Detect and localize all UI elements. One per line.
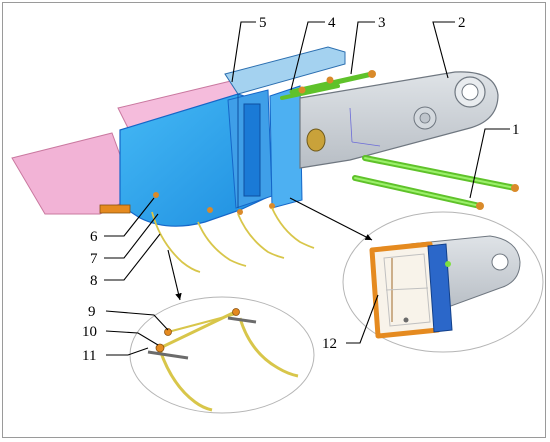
- part-labels: 1 2 3 4 5 6 7 8 9 10 11 12: [82, 15, 520, 364]
- hopper-hinges: [99, 192, 275, 215]
- arrow-to-frame-detail: [289, 197, 373, 241]
- leader-10: [105, 330, 159, 346]
- upper-linkage-rods: [280, 70, 376, 100]
- leader-lines: [104, 21, 510, 356]
- arm-pivot-inner: [461, 83, 479, 101]
- frame-detail-ellipse: [342, 211, 544, 353]
- frame-assembly-detail-view: [369, 235, 521, 339]
- label-3: 3: [378, 15, 386, 31]
- leader-8: [104, 233, 161, 281]
- leader-12: [346, 294, 379, 344]
- label-5: 5: [259, 15, 267, 31]
- tine-detail-ellipse: [129, 296, 315, 414]
- hydraulic-cylinders: [352, 155, 519, 210]
- tines: [151, 207, 315, 273]
- grey-arm: [299, 71, 499, 169]
- label-7: 7: [90, 251, 98, 267]
- arm-hub: [306, 128, 326, 152]
- label-4: 4: [328, 15, 336, 31]
- leader-1: [469, 128, 510, 199]
- arrow-to-tine-detail: [167, 249, 182, 301]
- leader-2: [432, 21, 455, 79]
- figure-frame: [2, 2, 546, 438]
- leader-5: [231, 21, 256, 83]
- label-12: 12: [322, 336, 337, 352]
- hopper-inner-column: [243, 103, 261, 197]
- hopper-top-edge: [224, 46, 346, 95]
- main-machine-3d-view: [11, 46, 519, 273]
- chute-plate: [11, 132, 136, 215]
- label-6: 6: [90, 229, 98, 245]
- label-1: 1: [512, 122, 520, 138]
- label-11: 11: [82, 348, 96, 364]
- label-9: 9: [88, 304, 96, 320]
- leader-6: [104, 197, 155, 237]
- leader-11: [106, 347, 149, 356]
- axis-xc: [351, 141, 381, 147]
- support-frame: [269, 85, 303, 209]
- label-8: 8: [90, 273, 98, 289]
- arm-mid-pivot-inner: [419, 112, 431, 124]
- tine-assembly-detail-view: [147, 308, 299, 412]
- label-2: 2: [458, 15, 466, 31]
- axis-yc: [349, 107, 353, 143]
- label-10: 10: [82, 324, 97, 340]
- leader-9: [105, 310, 169, 331]
- leader-3: [350, 21, 375, 75]
- leader-4: [290, 21, 325, 91]
- leader-7: [104, 213, 159, 259]
